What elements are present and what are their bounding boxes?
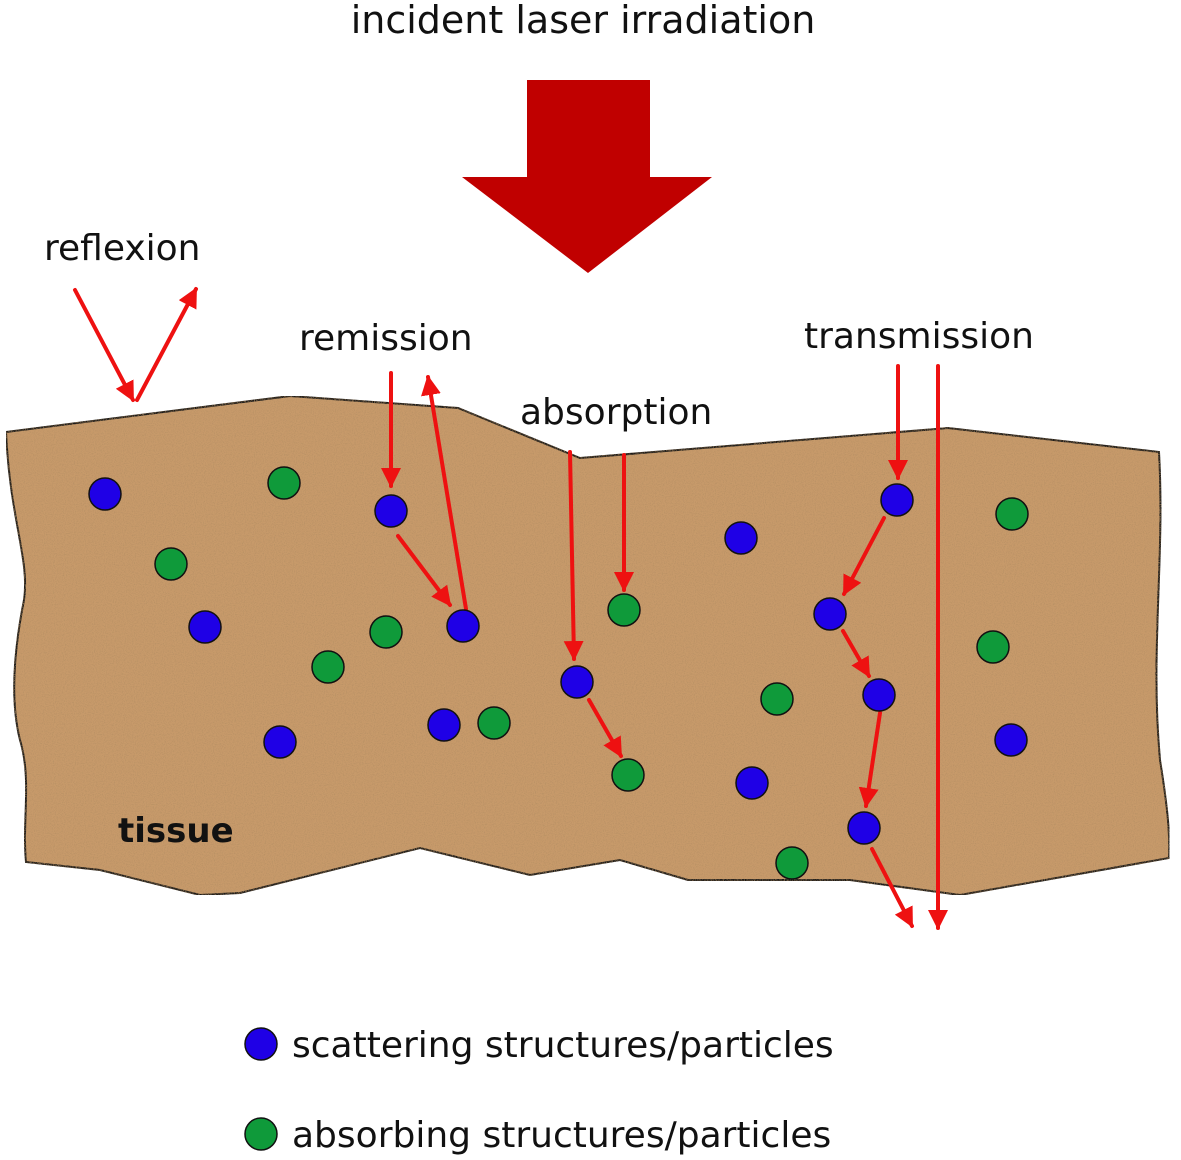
absorbing-particle — [311, 650, 345, 684]
scattering-particle — [735, 766, 769, 800]
absorbing-particle — [477, 706, 511, 740]
absorbing-particle — [607, 593, 641, 627]
absorbing-particle — [760, 682, 794, 716]
transmission-ray-scatter-2 — [841, 629, 871, 678]
scattering-particle — [188, 610, 222, 644]
scattering-particle — [374, 494, 408, 528]
legend-absorbing-label: absorbing structures/particles — [292, 1115, 831, 1156]
transmission-ray-scatter-3 — [858, 711, 882, 808]
absorbing-particle — [775, 846, 809, 880]
tissue-label: tissue — [118, 811, 234, 851]
legend-scattering-label: scattering structures/particles — [292, 1025, 834, 1066]
reflexion-label: reflexion — [44, 228, 201, 269]
transmission-ray-scatter-1 — [842, 516, 886, 596]
absorption-label: absorption — [520, 392, 712, 433]
incident-laser-arrow — [462, 80, 712, 273]
remission-ray-out — [421, 375, 468, 611]
absorbing-particle — [995, 497, 1029, 531]
transmission-ray-exit — [870, 847, 914, 928]
scattering-particle — [847, 811, 881, 845]
scattering-particle — [88, 477, 122, 511]
reflexion-ray-in — [73, 288, 135, 402]
scattering-particle — [446, 609, 480, 643]
legend-scattering-swatch — [244, 1027, 278, 1061]
scattering-particle — [880, 483, 914, 517]
tissue-slab — [4, 394, 1171, 897]
transmission-label: transmission — [804, 316, 1034, 357]
absorbing-particle — [369, 615, 403, 649]
scattering-particle — [263, 725, 297, 759]
remission-ray-scatter — [396, 534, 452, 607]
absorption-ray-1-scatter — [587, 698, 623, 758]
absorption-ray-1 — [563, 450, 584, 661]
scattering-particle — [560, 665, 594, 699]
scattering-particle — [862, 678, 896, 712]
legend: scattering structures/particles absorbin… — [244, 1025, 834, 1156]
legend-absorbing-swatch — [244, 1117, 278, 1151]
scattering-particle — [994, 723, 1028, 757]
remission-label: remission — [299, 318, 473, 359]
absorbing-particle — [976, 630, 1010, 664]
scattering-particle — [813, 597, 847, 631]
absorbing-particle — [267, 466, 301, 500]
absorbing-particle — [154, 547, 188, 581]
scattering-particle — [724, 521, 758, 555]
scattering-particles — [88, 477, 1028, 845]
scattering-particle — [427, 708, 461, 742]
title-label: incident laser irradiation — [351, 0, 816, 42]
light-rays — [73, 287, 948, 930]
absorbing-particle — [611, 758, 645, 792]
absorbing-particles — [154, 466, 1029, 880]
reflexion-ray-out — [135, 287, 198, 402]
